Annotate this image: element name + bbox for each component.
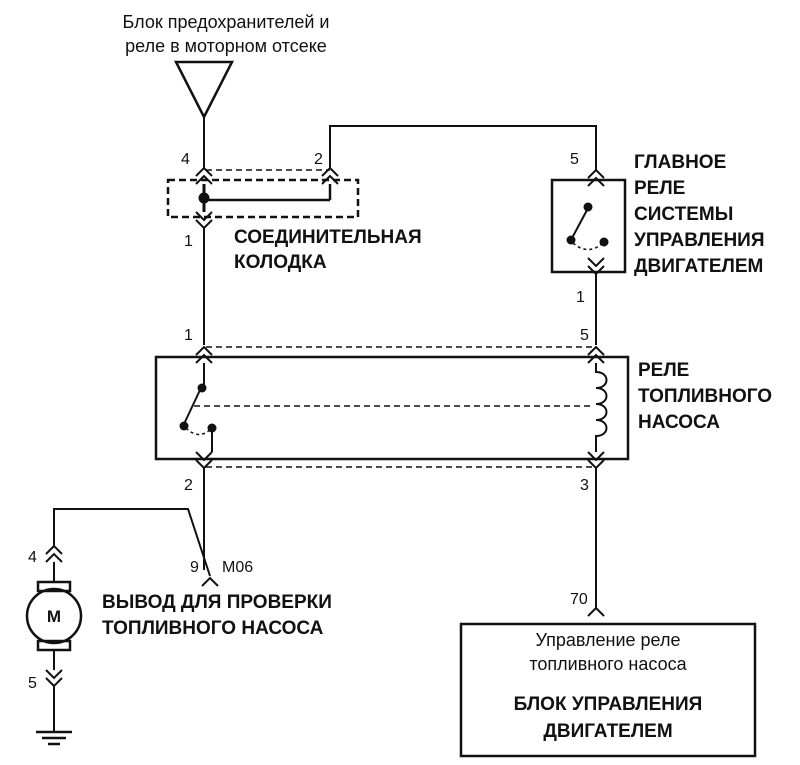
wire-test-terminal-to-motor [53,508,211,577]
test-terminal-name-line1: ВЫВОД ДЛЯ ПРОВЕРКИ [102,592,332,613]
wire-connector-to-main-relay [329,125,597,170]
main-relay-name-line2: РЕЛЕ [634,178,685,199]
main-relay-contact-top [583,202,593,212]
connector-pin-4-label: 4 [181,151,190,168]
connector-pin-1-label: 1 [184,233,193,250]
main-relay-pin-1-label: 1 [576,289,585,306]
pump-relay-pin-2-label: 2 [184,477,193,494]
connector-pin-1-chevron [195,211,213,230]
ecu-name-line2: ДВИГАТЕЛЕМ [543,721,672,742]
connector-name-line2: КОЛОДКА [234,252,327,273]
pump-relay-pin-5-chevron [587,345,605,364]
ecu-outline [459,622,757,758]
main-relay-name-line5: ДВИГАТЕЛЕМ [634,256,763,277]
pump-relay-contact-top [197,383,207,393]
fuel-pump-relay-outline [154,355,630,461]
motor-pin-5-label: 5 [28,675,37,692]
ecu-desc-line2: топливного насоса [529,654,687,674]
main-relay-switch-arm [570,209,588,241]
pump-relay-pin-3-label: 3 [580,477,589,494]
motor-symbol-label: M [47,607,61,626]
test-terminal-chevron [201,576,219,587]
ecu-pin-70-chevron [587,606,605,617]
ecu-pin-70-label: 70 [570,591,588,608]
test-terminal-code-label: M06 [222,559,253,576]
pump-relay-switch-arm [183,389,201,425]
connector-name-line1: СОЕДИНИТЕЛЬНАЯ [234,227,422,248]
pump-relay-coil [595,363,608,452]
main-relay-contact-right [599,237,609,247]
test-terminal-pin-label: 9 [190,559,199,576]
main-relay-name-line4: УПРАВЛЕНИЯ [634,230,765,251]
top-label-line1: Блок предохранителей и [123,12,330,32]
top-label-line2: реле в моторном отсеке [125,36,327,56]
main-relay-outline [550,178,627,274]
pump-relay-pin-5-label: 5 [580,327,589,344]
motor-pin-4-chevron [45,544,63,563]
main-relay-coil-dashed [572,242,604,251]
connector-pin-4-chevron [195,166,213,185]
main-relay-name-line1: ГЛАВНОЕ [634,152,726,173]
main-relay-contact-left [566,235,576,245]
pump-relay-pin-1-label: 1 [184,327,193,344]
pump-relay-name-line3: НАСОСА [638,412,720,433]
main-relay-pin-5-chevron [587,168,605,187]
pump-relay-contact-right [207,423,217,433]
fuse-block-triangle-icon [173,60,235,120]
pump-relay-name-line2: ТОПЛИВНОГО [638,386,772,407]
motor-icon [25,587,83,645]
connector-block-outline [166,178,360,219]
motor-top-terminal [36,580,72,593]
motor-pin-4-label: 4 [28,549,37,566]
connector-junction-dot [198,192,210,204]
ecu-desc-line1: Управление реле [535,630,680,650]
pump-relay-pin-1-chevron [195,345,213,364]
pump-relay-name-line1: РЕЛЕ [638,360,689,381]
main-relay-name-line3: СИСТЕМЫ [634,204,733,225]
motor-pin-5-chevron [45,669,63,688]
pump-relay-contact-left [179,421,189,431]
connector-pin-2-label: 2 [314,151,323,168]
ecu-name-line1: БЛОК УПРАВЛЕНИЯ [514,694,703,715]
main-relay-pin-5-label: 5 [570,151,579,168]
test-terminal-name-line2: ТОПЛИВНОГО НАСОСА [102,618,324,639]
